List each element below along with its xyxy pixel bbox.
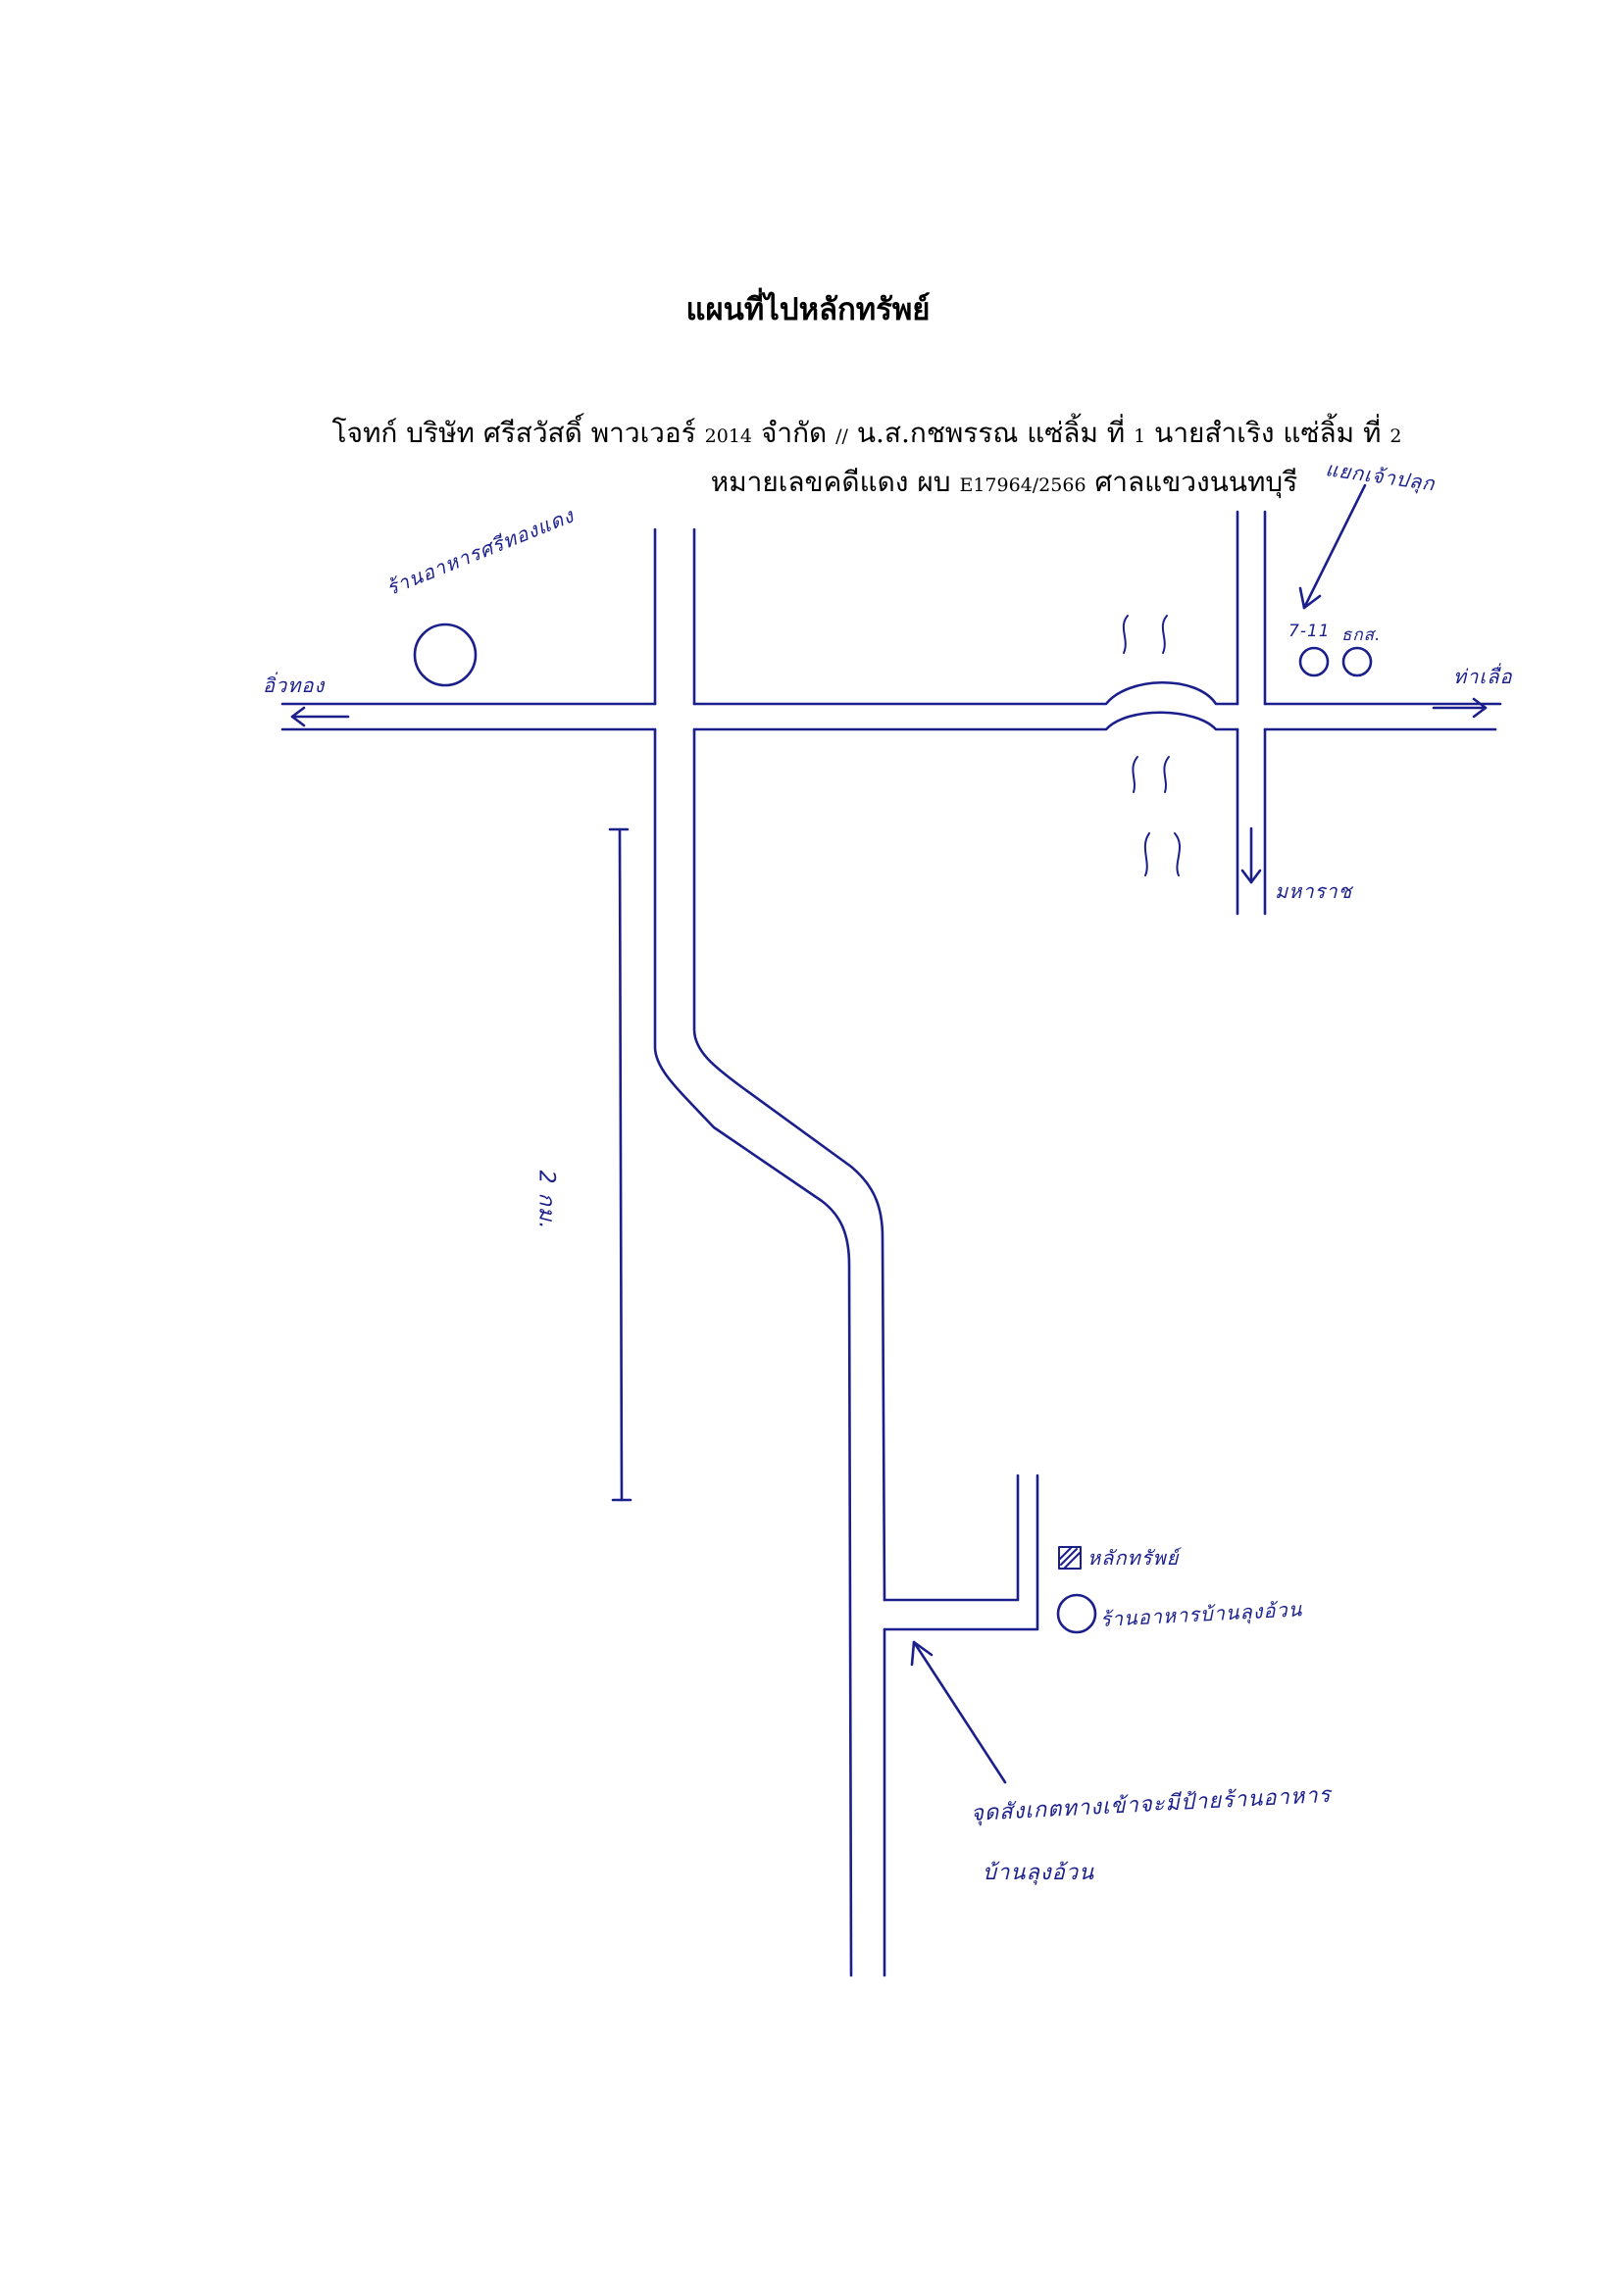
entrance-note-line-2: บ้านลุงอ้วน [983,1861,1095,1885]
shop-711-label: 7-11 [1288,622,1331,641]
property-label: หลักทรัพย์ [1087,1546,1180,1570]
west-arrow [290,706,350,727]
distance-label: 2 กม. [533,1170,559,1230]
bank-label: ธกส. [1341,625,1382,645]
court-name: ศาลแขวงนนทบุรี [1094,466,1298,498]
west-direction-label: อิ่วทอง [263,674,326,697]
south-direction-label: มหาราช [1275,879,1353,903]
canal-marks [1122,615,1181,876]
separator-mark: // [835,425,848,447]
plaintiff-year: 2014 [704,425,753,447]
east-direction-label: ท่าเลื่อ [1453,665,1513,688]
property-marker [1058,1546,1082,1570]
page-title: แผนที่ไปหลักทรัพย์ [685,292,931,327]
property-side-lane [883,1473,1039,1631]
defendant-1-text: น.ส.กชพรรณ แซ่ลิ้ม ที่ [856,417,1126,449]
right-north-south-road [1236,510,1267,916]
bank-marker [1341,646,1373,677]
plaintiff-text: โจทก์ บริษัท ศรีสวัสดิ์ พาวเวอร์ [331,417,696,449]
case-number: E17964/2566 [959,474,1086,496]
junction-pointer-arrow [1298,483,1367,610]
distance-scale [608,827,632,1502]
restaurant-top-marker [413,623,478,687]
company-suffix: จำกัด [760,417,828,449]
case-parties-line: โจทก์ บริษัท ศรีสวัสดิ์ พาวเวอร์ 2014 จำ… [59,412,1616,455]
case-number-line: หมายเลขคดีแดง ผบ E17964/2566 ศาลแขวงนนทบ… [196,461,1616,504]
case-number-label: หมายเลขคดีแดง ผบ [710,466,951,498]
entrance-pointer-arrow [910,1640,1007,1784]
main-east-west-road [280,680,1502,731]
defendant-2-number: 2 [1389,425,1402,447]
defendant-2-text: นายสำเริง แซ่ลิ้ม ที่ [1154,417,1382,449]
south-arrow [1240,826,1262,884]
east-arrow [1432,697,1488,719]
restaurant-bottom-marker [1056,1593,1097,1634]
defendant-1-number: 1 [1134,425,1146,447]
main-north-south-road [653,527,886,1977]
shop-711-marker [1298,646,1330,677]
